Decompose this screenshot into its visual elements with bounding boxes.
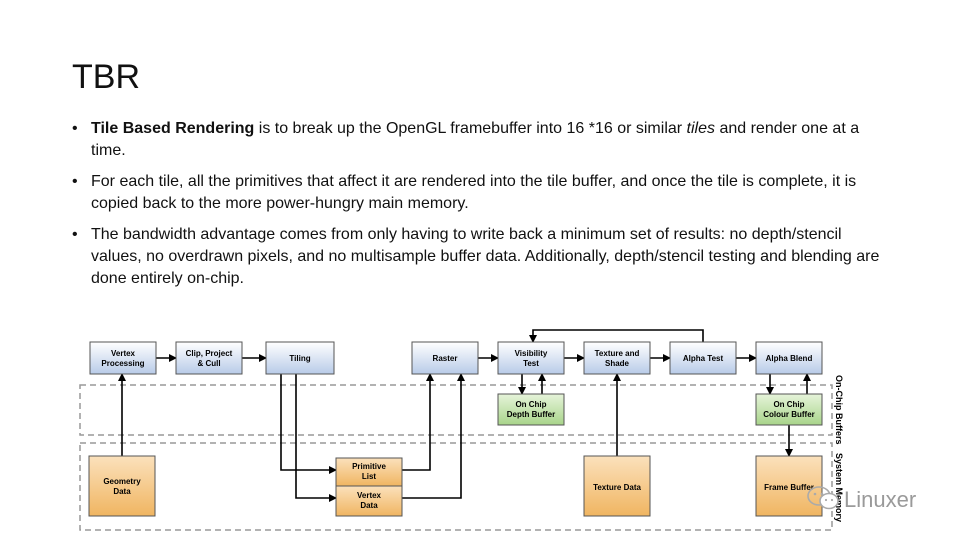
pipeline-raster: Raster bbox=[411, 341, 479, 375]
bullet-text: The bandwidth advantage comes from only … bbox=[91, 226, 880, 287]
bullet-per-tile: • For each tile, all the primitives that … bbox=[72, 171, 882, 215]
pipeline-clip-project-cull: Clip, Project & Cull bbox=[175, 341, 243, 375]
pipeline-vertex-processing: Vertex Processing bbox=[89, 341, 157, 375]
stage-label-line: Clip, Project bbox=[186, 349, 233, 358]
system-memory-region bbox=[79, 442, 833, 531]
stage-label: Alpha Test bbox=[683, 354, 724, 363]
bullet-list: • Tile Based Rendering is to break up the… bbox=[72, 118, 882, 299]
system-memory-label: System Memory bbox=[834, 453, 844, 522]
stage-label: Raster bbox=[433, 354, 458, 363]
pipeline-tiling: Tiling bbox=[265, 341, 335, 375]
stage-label: Tiling bbox=[289, 354, 310, 363]
bullet-bold-term: Tile Based Rendering bbox=[91, 120, 255, 137]
memory-label-line: Geometry bbox=[103, 477, 141, 486]
buffer-label-line: Depth Buffer bbox=[507, 410, 555, 419]
watermark-text: Linuxer bbox=[844, 487, 917, 512]
memory-label-line: List bbox=[362, 472, 377, 481]
memory-label: Texture Data bbox=[593, 483, 641, 492]
stage-label-line: Test bbox=[523, 359, 539, 368]
onchip-buffers-region bbox=[79, 384, 833, 436]
watermark: Linuxer bbox=[806, 484, 916, 516]
bullet-bandwidth: • The bandwidth advantage comes from only… bbox=[72, 224, 882, 290]
memory-label-line: Primitive bbox=[352, 462, 386, 471]
stage-label-line: Processing bbox=[101, 359, 144, 368]
pipeline-visibility-test: Visibility Test bbox=[497, 341, 565, 375]
pipeline-alpha-blend: Alpha Blend bbox=[755, 341, 823, 375]
arrow-tiling-to-primitive-list bbox=[280, 374, 337, 474]
stage-label: Alpha Blend bbox=[766, 354, 813, 363]
stage-label-line: & Cull bbox=[197, 359, 220, 368]
bullet-text: is to break up the OpenGL framebuffer in… bbox=[254, 120, 687, 137]
onchip-depth-buffer: On Chip Depth Buffer bbox=[497, 393, 565, 426]
arrow-alphatest-feedback bbox=[529, 329, 704, 343]
stage-label-line: Visibility bbox=[515, 349, 548, 358]
bullet-tile-based-rendering: • Tile Based Rendering is to break up the… bbox=[72, 118, 882, 162]
buffer-label-line: Colour Buffer bbox=[763, 410, 815, 419]
slide-title: TBR bbox=[72, 58, 140, 96]
bullet-dot-icon: • bbox=[72, 226, 78, 243]
buffer-label-line: On Chip bbox=[515, 400, 546, 409]
wechat-icon bbox=[806, 485, 840, 516]
onchip-buffers-label: On-Chip Buffers bbox=[834, 375, 844, 445]
bullet-text: and render one at a time. bbox=[91, 120, 860, 159]
memory-label-line: Vertex bbox=[357, 491, 382, 500]
memory-primitive-list: Primitive List bbox=[335, 457, 403, 487]
arrow-tiling-to-vertex-data bbox=[295, 374, 337, 502]
memory-vertex-data: Vertex Data bbox=[335, 485, 403, 517]
stage-label-line: Texture and bbox=[595, 349, 640, 358]
memory-texture-data: Texture Data bbox=[583, 455, 651, 517]
connectors bbox=[118, 329, 811, 502]
onchip-colour-buffer: On Chip Colour Buffer bbox=[755, 393, 823, 426]
stage-label-line: Shade bbox=[605, 359, 630, 368]
arrow-vertex-data-to-raster bbox=[402, 373, 465, 499]
buffer-label-line: On Chip bbox=[773, 400, 804, 409]
memory-label-line: Data bbox=[360, 501, 378, 510]
memory-label: Frame Buffer bbox=[764, 483, 814, 492]
memory-frame-buffer: Frame Buffer bbox=[755, 455, 823, 517]
memory-geometry-data: Geometry Data bbox=[88, 455, 156, 517]
pipeline-alpha-test: Alpha Test bbox=[669, 341, 737, 375]
stage-label-line: Vertex bbox=[111, 349, 136, 358]
memory-label-line: Data bbox=[113, 487, 131, 496]
pipeline-texture-and-shade: Texture and Shade bbox=[583, 341, 651, 375]
bullet-text: For each tile, all the primitives that a… bbox=[91, 173, 857, 212]
bullet-dot-icon: • bbox=[72, 120, 78, 137]
arrow-primitive-list-to-raster bbox=[402, 373, 434, 471]
bullet-italic-term: tiles bbox=[686, 120, 715, 137]
bullet-dot-icon: • bbox=[72, 173, 78, 190]
